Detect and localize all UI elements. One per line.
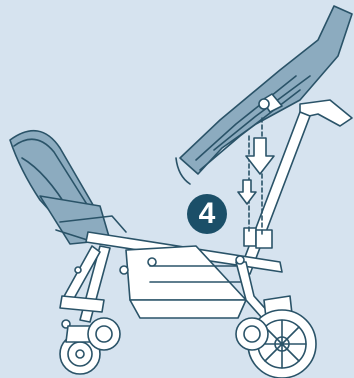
step-number-badge: 4 [187, 194, 227, 234]
rear-wheel-small [236, 318, 268, 350]
rear-seat [10, 131, 126, 244]
front-wheel-right [88, 318, 120, 350]
